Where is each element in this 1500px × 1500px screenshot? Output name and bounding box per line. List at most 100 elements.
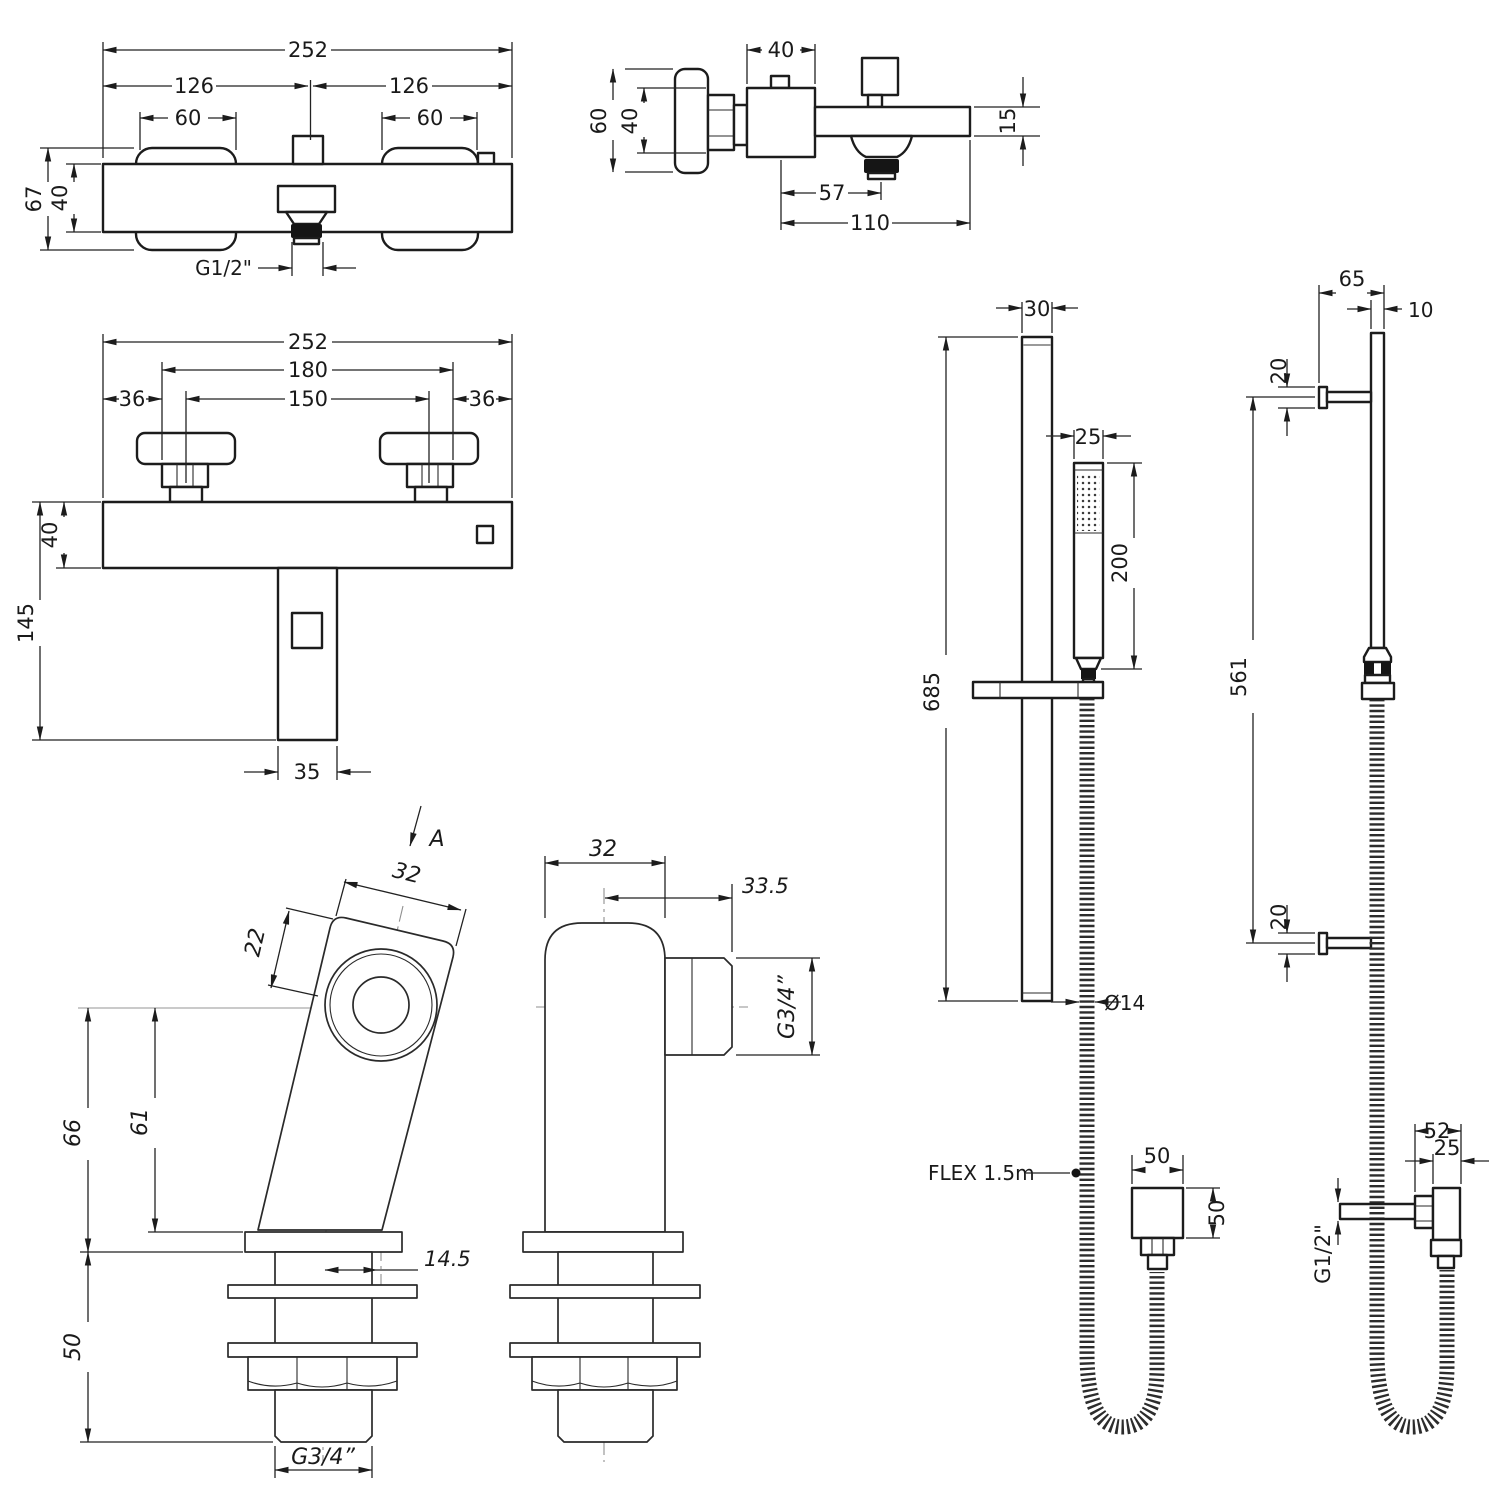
hose-leader-dot [1071, 1168, 1081, 1178]
handset-cone-profile [1362, 646, 1393, 664]
view-mixer-front: 252 126 126 60 60 67 40 G1/2" [22, 38, 514, 280]
valve-body [745, 86, 817, 159]
top-bracket-arm [1325, 390, 1373, 404]
dim-right-centre: 126 [389, 74, 429, 98]
dim-overall-width: 252 [288, 330, 328, 354]
bottom-bracket-arm [1325, 936, 1373, 950]
base-plate-profile [522, 1231, 684, 1253]
view-riser-front: 30 685 25 200 Ø14 FLEX 1.5m 50 [920, 297, 1229, 1435]
leg-body-profile [544, 922, 666, 1233]
diverter-knob [860, 56, 900, 97]
dim-rail-length: 685 [920, 672, 944, 712]
centre-knob [291, 134, 325, 166]
dim-outlet-width: 25 [1434, 1136, 1461, 1160]
right-fixing-nut [405, 462, 455, 489]
drop-spout [276, 566, 339, 742]
dim-height-to-centre: 66 [61, 1119, 86, 1147]
dim-spout-reach: 110 [850, 211, 890, 235]
handset-holder [971, 680, 1105, 700]
handset-spray-face [1077, 473, 1100, 531]
dim-outlet-width: 50 [1144, 1144, 1171, 1168]
dim-top-bracket: 20 [1267, 358, 1291, 385]
mixer-back-outline [101, 431, 514, 742]
dim-rail-depth: 10 [1408, 298, 1433, 322]
handset-hose-band [1081, 669, 1096, 679]
dim-outlet-thread: G1/2" [195, 256, 252, 280]
mixer-side-outline [673, 56, 972, 181]
shower-hose [1079, 698, 1165, 1435]
left-fixing-stem [168, 485, 204, 504]
inlet-nut [706, 93, 736, 152]
view-leg-side: 32 33.5 G3/4” [509, 837, 820, 1462]
outlet-thread-band [291, 224, 322, 238]
handset-holder-profile [1360, 681, 1396, 701]
diverter-button [475, 524, 495, 545]
riser-side-outline [1317, 331, 1463, 1435]
leg-side-outline [509, 922, 733, 1443]
leg-front-dimensions: A 32 22 66 61 50 14.5 G3/4” [61, 805, 471, 1478]
lower-washer-profile [509, 1342, 701, 1358]
view-riser-side: 65 10 20 561 20 52 25 G1/2" [1227, 267, 1489, 1435]
backnut [247, 1356, 398, 1391]
dim-bracket-offset: 65 [1339, 267, 1366, 291]
mixer-front-dimensions: 252 126 126 60 60 67 40 G1/2" [22, 38, 513, 280]
dim-centre-offset: 14.5 [424, 1247, 471, 1271]
dim-body-height: 40 [38, 522, 62, 549]
mixer-body [101, 500, 514, 570]
boss-bore [352, 976, 410, 1034]
section-arrow [409, 805, 422, 847]
dim-inlet-thread: G1/2" [1311, 1224, 1335, 1284]
dim-overall-width: 252 [288, 38, 328, 62]
dim-fixing-centres: 150 [288, 387, 328, 411]
dim-rail-width: 30 [1024, 297, 1051, 321]
inlet-flange [1413, 1194, 1435, 1230]
wall-flange [673, 67, 710, 175]
knob-stem [866, 93, 884, 109]
dim-top-depth: 22 [240, 926, 271, 959]
dim-height-to-body: 61 [128, 1108, 153, 1136]
wall-outlet-elbow [1130, 1186, 1185, 1240]
outlet-trumpet [849, 134, 914, 159]
dim-thread-length: 50 [61, 1333, 86, 1361]
outlet-tip [292, 236, 321, 246]
upper-washer-profile [509, 1284, 701, 1299]
elbow-hose-connector-profile [1436, 1254, 1456, 1270]
thread-shank [274, 1389, 373, 1443]
dim-left-cover: 60 [175, 106, 202, 130]
dim-body-depth: 40 [768, 38, 795, 62]
shower-hose-profile [1369, 699, 1455, 1435]
label-hose-length: FLEX 1.5m [928, 1161, 1035, 1185]
dim-body-height: 40 [48, 185, 72, 212]
riser-front-dimensions: 30 685 25 200 Ø14 FLEX 1.5m 50 [920, 297, 1229, 1239]
left-fixing-nut [160, 462, 210, 489]
handset-cone [1074, 656, 1103, 671]
dim-thread-size: G3/4” [291, 1445, 355, 1470]
wall-outlet-elbow-profile [1431, 1186, 1462, 1242]
dim-handset-length: 200 [1108, 543, 1132, 583]
inlet-neck [732, 103, 749, 147]
riser-front-outline [971, 335, 1185, 1435]
slide-rail [1020, 335, 1054, 1003]
spout-arm [813, 105, 972, 138]
dim-handset-width: 25 [1075, 425, 1102, 449]
leg-front-outline [227, 916, 455, 1443]
view-leg-front: A 32 22 66 61 50 14.5 G3/4” [61, 805, 471, 1478]
dim-left-margin: 36 [119, 387, 146, 411]
slide-rail-profile [1369, 331, 1386, 650]
valve-tab [769, 74, 791, 90]
view-mixer-back: 252 180 150 36 36 40 145 35 [14, 330, 514, 784]
inlet-stem [1338, 1202, 1417, 1221]
dim-right-cover: 60 [417, 106, 444, 130]
hose-band-right [1381, 662, 1391, 675]
base-plate [244, 1231, 403, 1253]
side-port [664, 957, 733, 1056]
dim-top-width: 32 [390, 858, 423, 889]
elbow-nut [1139, 1236, 1176, 1257]
elbow-hose-connector [1146, 1253, 1169, 1271]
dim-outlet-offset: 57 [819, 181, 846, 205]
dim-port-thread: G3/4” [775, 974, 800, 1038]
elbow-nut-profile [1429, 1238, 1463, 1258]
thread-shank-profile [557, 1389, 654, 1443]
